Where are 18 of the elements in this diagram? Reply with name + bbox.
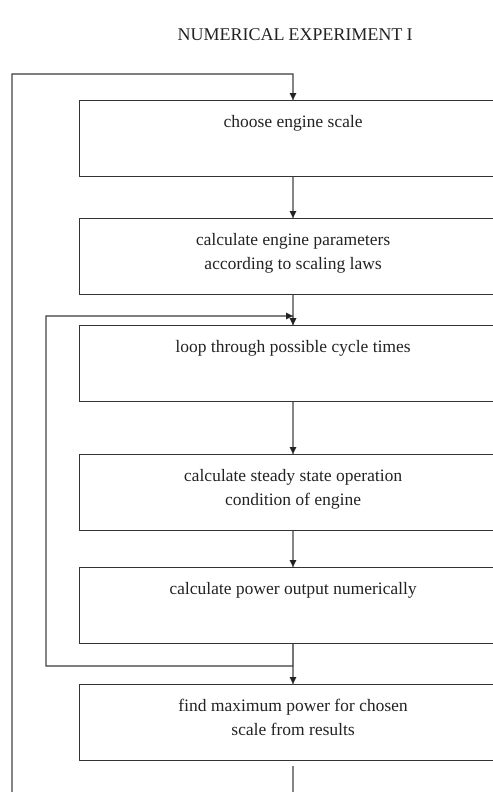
arrow <box>290 402 296 454</box>
arrow <box>290 177 296 218</box>
step-text: find maximum power for chosen scale from results <box>177 694 409 741</box>
diagram-title: NUMERICAL EXPERIMENT I <box>176 24 414 45</box>
step-text: calculate engine parameters according to scaling laws <box>194 228 392 275</box>
process-box <box>79 684 493 761</box>
process-box <box>79 218 493 295</box>
step-text: choose engine scale <box>222 110 364 133</box>
process-box <box>79 567 493 644</box>
process-box <box>79 100 493 177</box>
arrow <box>45 315 296 667</box>
process-box <box>79 454 493 531</box>
arrow <box>11 73 296 792</box>
process-box <box>79 325 493 402</box>
step-text: calculate power output numerically <box>168 577 418 600</box>
step-text: calculate steady state operation condition of engine <box>182 464 404 511</box>
arrow <box>290 531 296 567</box>
step-text: loop through possible cycle times <box>174 335 412 358</box>
